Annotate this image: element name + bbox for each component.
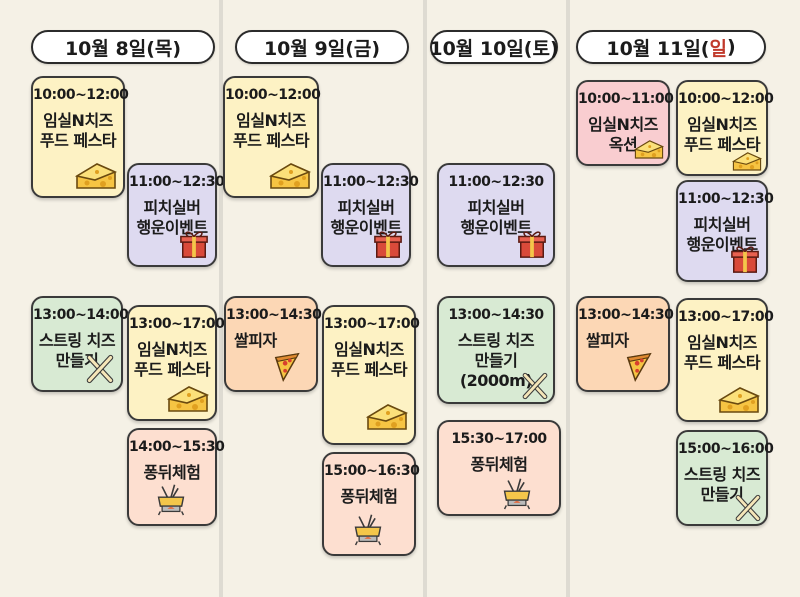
event-title: 스트링 치즈 만들기(2000m) [457,331,535,390]
event-card-d4c[interactable]: 11:00~12:30 피치실버 행운이벤트 [676,180,774,282]
day-header-4-weekday: 일 [709,37,727,60]
cheese-icon [270,163,310,189]
event-title: 퐁뒤체험 [470,455,528,474]
fondue-pot-icon [354,513,382,546]
day-header-3: 10월 10일(토) [429,30,559,64]
event-time: 13:00~14:00 [33,307,129,323]
event-card-d1e[interactable]: 14:00~15:30 퐁뒤체험 [127,428,225,526]
event-time: 10:00~11:00 [578,91,674,107]
event-title: 임실N치즈 푸드 페스타 [232,111,310,150]
event-time: 13:00~17:00 [129,316,225,332]
event-title: 임실N치즈 푸드 페스타 [683,333,761,372]
day-header-2: 10월 9일(금) [235,30,409,64]
event-card-d4a[interactable]: 10:00~11:00 임실N치즈 옥션 [576,80,674,166]
event-card-d4d[interactable]: 13:00~14:30 쌀피자 [576,296,674,392]
event-time: 10:00~12:00 [33,87,129,103]
gift-icon [731,246,759,273]
crossed-tools-icon [521,372,549,400]
event-card-d1d[interactable]: 13:00~17:00 임실N치즈 푸드 페스타 [127,305,225,421]
event-card-d4b[interactable]: 10:00~12:00 임실N치즈 푸드 페스타 [676,80,774,176]
event-card-d3b[interactable]: 13:00~14:30 스트링 치즈 만들기(2000m) [437,296,555,404]
event-time: 13:00~14:30 [226,307,322,323]
event-card-d2a[interactable]: 10:00~12:00 임실N치즈 푸드 페스타 [223,76,321,198]
event-card-d2b[interactable]: 11:00~12:30 피치실버 행운이벤트 [321,163,419,267]
gift-icon [518,231,546,258]
event-time: 14:00~15:30 [129,439,225,455]
event-card-d2c[interactable]: 13:00~14:30 쌀피자 [224,296,322,392]
event-title: 임실N치즈 옥션 [588,115,658,154]
event-title: 피치실버 행운이벤트 [460,198,532,237]
event-title: 임실N치즈 푸드 페스타 [330,340,408,379]
cheese-icon [634,140,664,159]
event-title: 임실N치즈 푸드 페스타 [39,111,117,150]
event-time: 13:00~14:30 [578,307,674,323]
event-card-d1a[interactable]: 10:00~12:00 임실N치즈 푸드 페스타 [31,76,129,198]
event-time: 10:00~12:00 [678,91,774,107]
event-title: 퐁뒤체험 [143,463,201,482]
gift-icon [180,231,208,258]
event-card-d3a[interactable]: 11:00~12:30 피치실버 행운이벤트 [437,163,555,267]
day-header-1: 10월 8일(목) [31,30,215,64]
event-card-d2e[interactable]: 15:00~16:30 퐁뒤체험 [322,452,420,556]
day-header-4-main: 10월 11일( [606,37,710,60]
event-time: 13:00~17:00 [678,309,774,325]
event-title: 쌀피자 [234,331,277,350]
cheese-icon [76,163,116,189]
event-time: 11:00~12:30 [129,174,225,190]
event-title: 피치실버 행운이벤트 [686,215,758,254]
event-time: 15:00~16:30 [324,463,420,479]
fondue-pot-icon [503,477,531,510]
event-title: 쌀피자 [586,331,629,350]
cheese-icon [719,387,759,413]
crossed-tools-icon [85,354,115,384]
cheese-icon [168,386,208,412]
crossed-tools-icon [734,494,762,522]
day-header-4: 10월 11일(일) [576,30,766,64]
event-time: 11:00~12:30 [678,191,774,207]
event-title: 임실N치즈 푸드 페스타 [683,115,761,154]
pizza-icon [275,353,299,381]
event-card-d1c[interactable]: 13:00~14:00 스트링 치즈 만들기 [31,296,129,392]
pizza-icon [627,353,651,381]
event-time: 13:00~14:30 [448,307,544,323]
cheese-icon [367,404,407,430]
event-card-d1b[interactable]: 11:00~12:30 피치실버 행운이벤트 [127,163,225,267]
column-divider [423,0,427,597]
event-time: 15:30~17:00 [451,431,547,447]
event-time: 11:00~12:30 [323,174,419,190]
event-card-d4e[interactable]: 13:00~17:00 임실N치즈 푸드 페스타 [676,298,774,422]
day-header-4-end: ) [726,36,736,58]
event-time: 11:00~12:30 [448,174,544,190]
event-title: 스트링 치즈 만들기 [683,465,761,504]
event-title: 임실N치즈 푸드 페스타 [133,340,211,379]
event-card-d3c[interactable]: 15:30~17:00 퐁뒤체험 [437,420,561,516]
event-card-d2d[interactable]: 13:00~17:00 임실N치즈 푸드 페스타 [322,305,420,445]
event-card-d4f[interactable]: 15:00~16:00 스트링 치즈 만들기 [676,430,774,526]
gift-icon [374,231,402,258]
cheese-icon [732,152,762,171]
column-divider [566,0,570,597]
fondue-pot-icon [157,483,185,516]
event-time: 15:00~16:00 [678,441,774,457]
event-title: 퐁뒤체험 [340,487,398,506]
event-time: 10:00~12:00 [225,87,321,103]
column-divider [219,0,223,597]
event-time: 13:00~17:00 [324,316,420,332]
